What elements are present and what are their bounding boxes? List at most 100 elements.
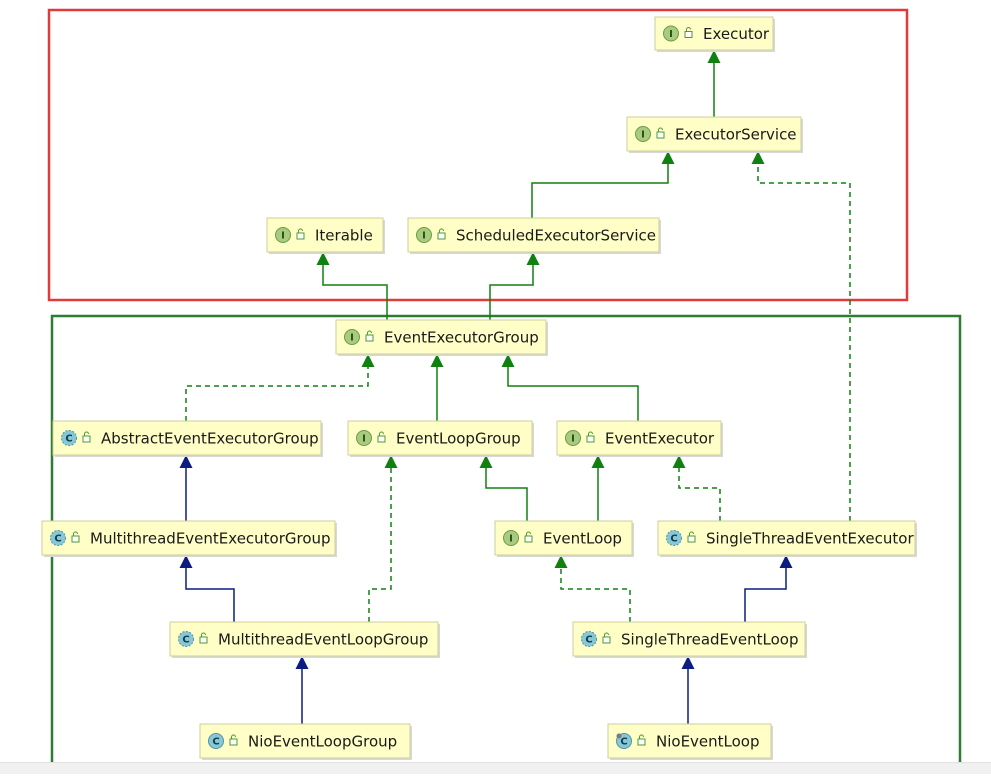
edge-arrowhead	[384, 455, 398, 468]
node-box	[41, 520, 336, 556]
top-region-box	[47, 8, 909, 302]
edge-line	[560, 568, 631, 622]
node-label: MultithreadEventExecutorGroup	[90, 530, 331, 548]
node-abstract-event-executor-group[interactable]: C AbstractEventExecutorGroup	[52, 420, 323, 457]
class-badge-icon	[208, 733, 224, 749]
public-lock-shackle-icon	[379, 431, 384, 436]
public-lock-icon	[684, 31, 693, 38]
badge-letter: I	[350, 333, 354, 344]
edge-abstract_event_executor_group-to-event_executor_group	[185, 354, 375, 421]
edge-line	[507, 367, 639, 421]
node-label: EventExecutor	[605, 430, 715, 448]
edge-arrowhead	[179, 455, 193, 468]
public-lock-icon	[586, 435, 595, 443]
node-event-executor-group[interactable]: I EventExecutorGroup	[335, 319, 548, 356]
edge-executor_service-to-executor	[707, 50, 721, 117]
edge-arrowhead	[672, 455, 686, 468]
node-label: AbstractEventExecutorGroup	[101, 430, 319, 448]
node-nio-event-loop[interactable]: C NioEventLoop	[607, 723, 773, 760]
badge-letter: C	[54, 534, 61, 545]
interface-badge-icon	[565, 430, 581, 446]
edges-layer	[179, 50, 851, 724]
node-box	[494, 520, 633, 556]
edge-line	[531, 164, 669, 218]
edge-arrowhead	[295, 656, 309, 669]
edge-arrowhead	[591, 455, 605, 468]
public-lock-icon	[365, 334, 374, 342]
edge-arrowhead	[479, 455, 493, 468]
public-lock-icon	[524, 535, 533, 543]
badge-letter: I	[669, 29, 673, 40]
node-box	[572, 621, 806, 657]
node-event-executor[interactable]: I EventExecutor	[556, 420, 723, 457]
public-lock-shackle-icon	[686, 27, 691, 32]
interface-badge-icon	[275, 227, 291, 243]
edge-scheduled_executor_service-to-executor_service	[531, 151, 675, 218]
edge-arrowhead	[179, 555, 193, 568]
badge-letter: C	[620, 737, 627, 748]
node-label: SingleThreadEventExecutor	[706, 530, 914, 548]
public-lock-icon	[377, 435, 386, 443]
node-box	[607, 723, 772, 759]
node-label: EventLoop	[543, 530, 622, 548]
edge-arrowhead	[430, 354, 444, 367]
class-badge-icon	[666, 530, 682, 546]
edge-event_loop-to-event_executor	[591, 455, 605, 521]
edge-arrowhead	[316, 252, 330, 265]
edge-line	[322, 265, 388, 320]
badge-letter: I	[641, 130, 645, 141]
node-multithread-event-executor-group[interactable]: C MultithreadEventExecutorGroup	[41, 520, 337, 557]
public-lock-icon	[602, 636, 611, 644]
node-single-thread-event-loop[interactable]: C SingleThreadEventLoop	[572, 621, 807, 658]
edge-arrowhead	[526, 252, 540, 265]
node-label: EventExecutorGroup	[384, 329, 539, 347]
node-label: SingleThreadEventLoop	[621, 631, 799, 649]
edge-single_thread_event_loop-to-single_thread_event_executor	[744, 555, 793, 622]
node-label: Iterable	[315, 227, 373, 245]
edge-arrowhead	[501, 354, 515, 367]
edge-arrowhead	[661, 151, 675, 164]
badge-letter: C	[65, 434, 72, 445]
public-lock-shackle-icon	[604, 632, 609, 637]
public-lock-shackle-icon	[588, 431, 593, 436]
interface-badge-icon	[635, 126, 651, 142]
public-lock-icon	[637, 738, 646, 746]
edge-line	[185, 367, 369, 421]
public-lock-shackle-icon	[689, 531, 694, 536]
node-label: NioEventLoopGroup	[248, 733, 397, 751]
node-label: NioEventLoop	[656, 733, 760, 751]
public-lock-icon	[687, 535, 696, 543]
public-lock-icon	[229, 738, 238, 746]
node-box	[407, 217, 660, 253]
node-box	[556, 420, 722, 456]
badge-letter: C	[585, 635, 592, 646]
edge-arrowhead	[361, 354, 375, 367]
edge-nio_event_loop_group-to-multithread_event_loop_group	[295, 656, 309, 724]
node-box	[657, 520, 916, 556]
node-label: EventLoopGroup	[396, 430, 521, 448]
edge-arrowhead	[707, 50, 721, 63]
interface-badge-icon	[503, 530, 519, 546]
edge-nio_event_loop-to-single_thread_event_loop	[681, 656, 695, 724]
badge-letter: I	[571, 434, 575, 445]
edge-multithread_event_loop_group-to-event_loop_group	[368, 455, 398, 622]
public-lock-shackle-icon	[658, 127, 663, 132]
edge-multithread_event_loop_group-to-multithread_event_executor_group	[179, 555, 235, 622]
edge-single_thread_event_loop-to-event_loop	[554, 555, 631, 622]
public-lock-shackle-icon	[639, 734, 644, 739]
edge-single_thread_event_executor-to-executor_service	[751, 151, 851, 521]
public-lock-shackle-icon	[367, 330, 372, 335]
node-box	[169, 621, 439, 657]
edge-arrowhead	[751, 151, 765, 164]
class-badge-icon	[581, 631, 597, 647]
